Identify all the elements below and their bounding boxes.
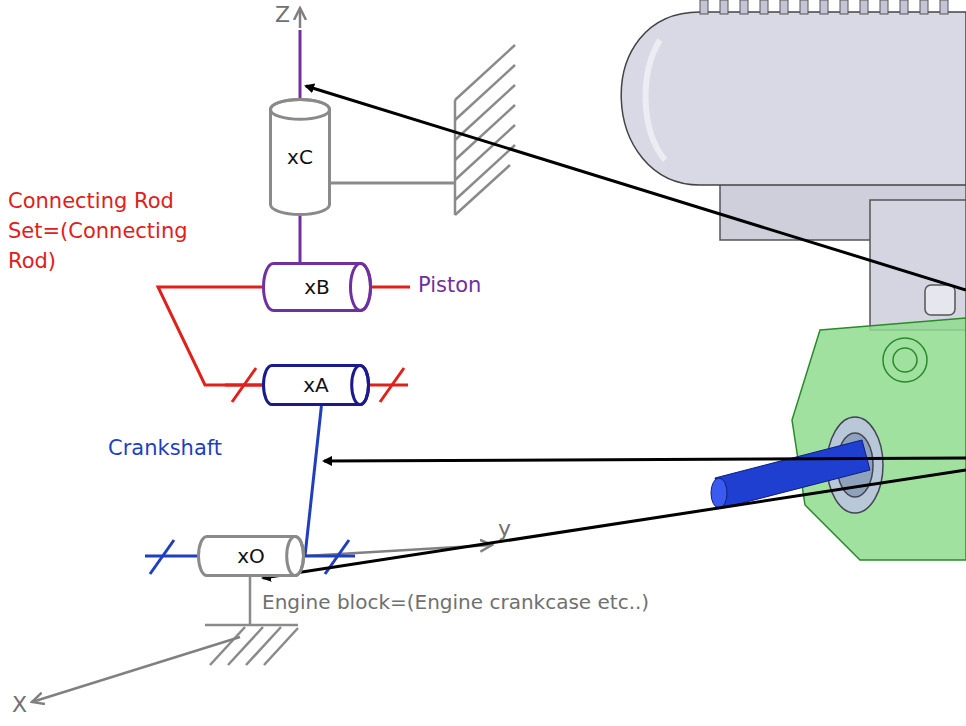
main-bearing-joint: xO: [197, 535, 305, 577]
cad-render-top: [621, 0, 966, 330]
link-connector: [158, 287, 262, 385]
leader-arrows: [263, 86, 966, 578]
part-name: Crankshaft: [108, 436, 248, 461]
cad-render-crankcase: [711, 318, 966, 560]
link-connector: [305, 406, 321, 556]
point-label: xO: [237, 544, 265, 568]
wall-hatch: [455, 45, 515, 215]
z-axis: [299, 8, 302, 28]
axis-label: y: [498, 516, 528, 542]
piston-pin-joint: xB: [262, 262, 372, 312]
point-label: xB: [304, 275, 330, 299]
guide-link: [331, 182, 455, 185]
part-name: Engine block=(Engine crankcase etc..): [262, 590, 822, 614]
point-label: xC: [287, 145, 313, 169]
point-label: xA: [303, 373, 329, 397]
axis-label: Z: [275, 2, 305, 28]
x-axis: [32, 637, 240, 702]
cylinder-joint: xC: [269, 98, 331, 216]
crank-pin-joint: xA: [262, 364, 370, 406]
part-name: Connecting Rod Set=(Connecting Rod): [8, 186, 213, 276]
axis-label: X: [12, 692, 42, 718]
part-name: Piston: [418, 273, 518, 298]
piston-pin: [372, 286, 410, 289]
link-connector: [299, 216, 302, 262]
piston-rod: [299, 30, 302, 100]
